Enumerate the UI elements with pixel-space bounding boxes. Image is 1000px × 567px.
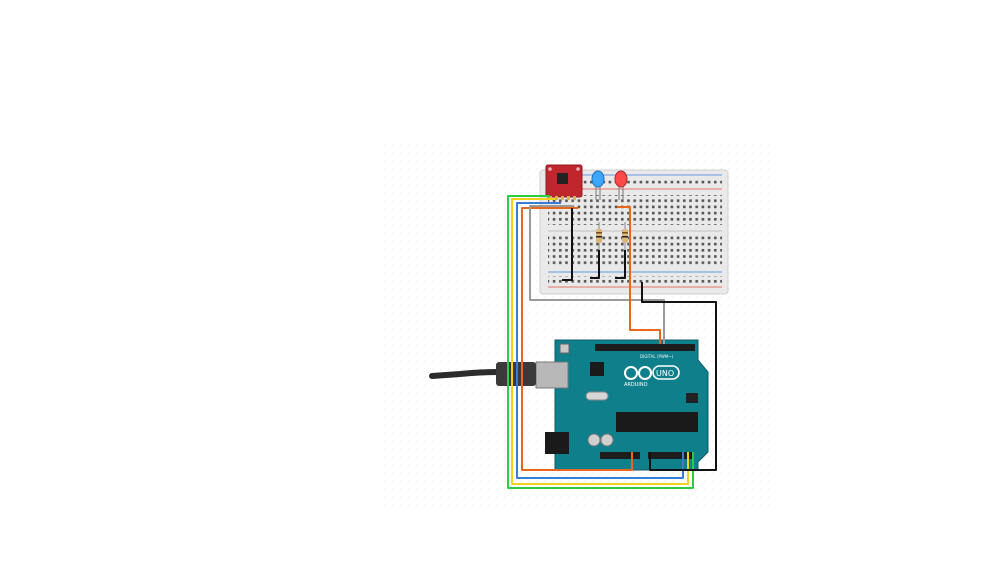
blue-led[interactable] <box>591 170 605 200</box>
reset-button[interactable] <box>559 343 570 354</box>
power-jack <box>545 432 569 454</box>
wire-orange-power[interactable] <box>521 207 633 471</box>
crystal <box>585 391 609 401</box>
mount-hole-left <box>548 167 552 171</box>
terminal-holes-lower <box>548 236 722 266</box>
center-channel <box>548 230 722 232</box>
wire-black-resistor2[interactable] <box>615 250 626 279</box>
arduino-wordmark: ARDUINO <box>624 382 648 388</box>
analog-header <box>648 452 694 459</box>
icsp-header <box>686 393 698 403</box>
resistor-2[interactable] <box>622 222 628 250</box>
wire-yellow[interactable] <box>511 198 689 485</box>
breadboard[interactable] <box>539 169 729 295</box>
usb-b-port <box>535 361 569 389</box>
resistor-1[interactable] <box>596 222 602 250</box>
mount-hole-right <box>576 167 580 171</box>
usb-chip <box>590 362 604 376</box>
red-led[interactable] <box>614 170 628 200</box>
arduino-pcb <box>554 339 709 471</box>
wire-black-resistor1[interactable] <box>590 250 600 279</box>
wire-black-sensor-gnd[interactable] <box>562 208 573 281</box>
digital-header <box>595 344 695 351</box>
capacitor <box>587 433 601 447</box>
capacitor <box>600 433 614 447</box>
arduino-logo: UNO ARDUINO <box>624 365 680 388</box>
digital-header-label: DIGITAL (PWM~) <box>640 354 674 359</box>
blue-led-lens <box>591 170 605 188</box>
terminal-holes-upper <box>548 195 722 225</box>
wire-gray[interactable] <box>529 205 665 344</box>
wire-black-ground[interactable] <box>641 282 717 471</box>
uno-badge <box>652 365 680 380</box>
rail-holes-top <box>548 178 722 186</box>
power-header <box>600 452 640 459</box>
rail-holes-bottom <box>548 276 722 284</box>
atmega-chip <box>616 412 698 432</box>
arduino-uno-board[interactable]: DIGITAL (PWM~) UNO ARDUINO <box>535 339 709 471</box>
wire-orange-signal[interactable] <box>617 206 661 344</box>
sensor-chip <box>557 173 568 184</box>
wires <box>507 195 717 489</box>
uno-label: UNO <box>656 369 674 378</box>
accelerometer-module[interactable] <box>545 164 583 200</box>
wire-green[interactable] <box>507 195 694 489</box>
red-led-lens <box>614 170 628 188</box>
